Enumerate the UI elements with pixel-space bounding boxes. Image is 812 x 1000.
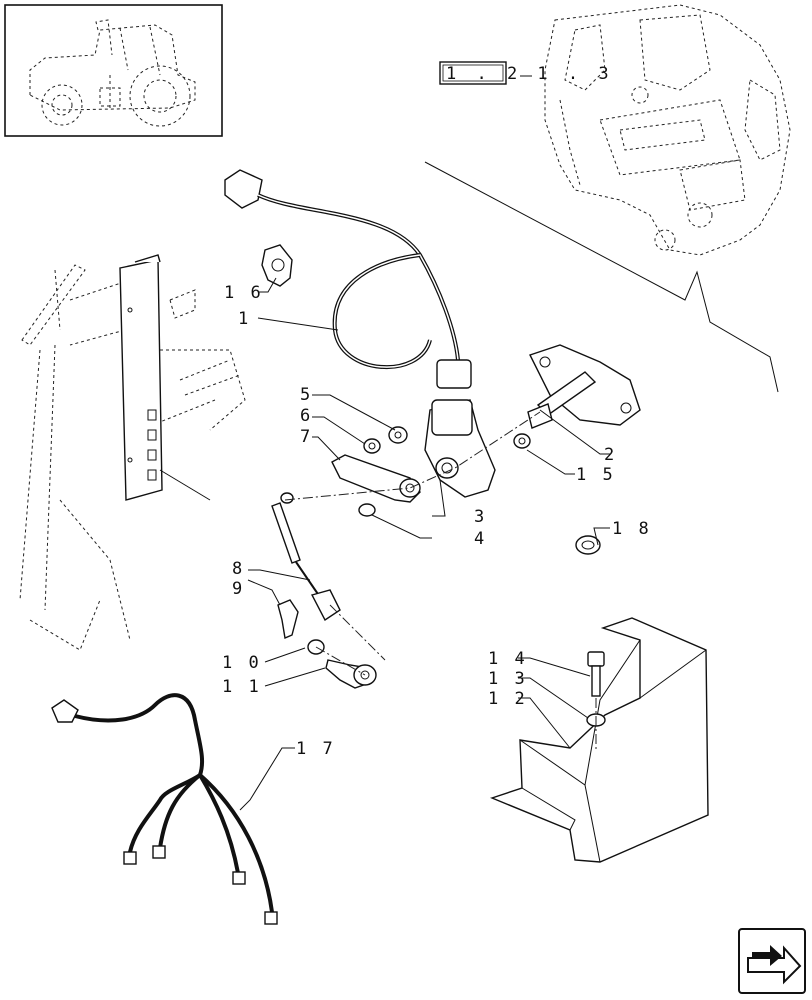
- reference-box[interactable]: 1 . 2 1 . 3: [439, 61, 614, 85]
- sensor-plate-part-2[interactable]: [527, 344, 641, 429]
- callout-8: 8: [232, 559, 245, 579]
- callout-5: 5: [300, 385, 313, 405]
- sensor-cable-part-1[interactable]: [224, 169, 472, 389]
- clip-part-9[interactable]: [277, 599, 299, 639]
- tractor-thumbnail[interactable]: [4, 4, 223, 137]
- cable-clip-part-16[interactable]: [261, 244, 293, 287]
- hose-clamp-part-18[interactable]: [575, 535, 601, 555]
- frame-context-outline: [19, 264, 246, 651]
- next-page-button[interactable]: [738, 928, 806, 994]
- callout-9: 9: [232, 579, 245, 599]
- callout-18: 1 8: [612, 519, 652, 539]
- washer-part-6[interactable]: [363, 438, 381, 454]
- callout-14: 1 4: [488, 649, 528, 669]
- callout-3: 3: [474, 507, 487, 527]
- callout-16: 1 6: [224, 283, 264, 303]
- mounting-bracket: [119, 254, 211, 501]
- protective-cover-part-12[interactable]: [489, 617, 709, 863]
- callout-13: 1 3: [488, 669, 528, 689]
- callout-17: 1 7: [296, 739, 336, 759]
- callout-12: 1 2: [488, 689, 528, 709]
- chassis-assembly-outline: [544, 4, 791, 256]
- callout-labels: 1 6 1 5 6 7 8 9 1 0 1 1 2 1 5 3 4 1 8 1 …: [222, 283, 652, 759]
- callout-11: 1 1: [222, 677, 262, 697]
- lever-part-7[interactable]: [331, 454, 421, 503]
- position-sensor-part-3[interactable]: [424, 399, 496, 498]
- link-rod-part-8[interactable]: [271, 492, 341, 622]
- ball-joint-part-11[interactable]: [325, 659, 377, 689]
- callout-10: 1 0: [222, 653, 262, 673]
- washer-part-15[interactable]: [513, 433, 531, 449]
- next-page-arrow-icon: [747, 945, 802, 985]
- assembly-axis-lines: [284, 411, 541, 676]
- callout-1: 1: [238, 309, 251, 329]
- circlip-part-4[interactable]: [358, 503, 376, 517]
- callout-15: 1 5: [576, 465, 616, 485]
- callout-4: 4: [474, 529, 487, 549]
- tractor-icon: [29, 19, 196, 127]
- callout-2: 2: [604, 445, 617, 465]
- nut-part-5[interactable]: [388, 426, 408, 444]
- callout-6: 6: [300, 406, 313, 426]
- callout-7: 7: [300, 427, 313, 447]
- leader-lines: [239, 277, 610, 811]
- bolt-part-14[interactable]: [587, 651, 605, 697]
- reference-number: 1 . 2 1 . 3: [446, 64, 614, 84]
- break-line: [424, 161, 779, 393]
- wiring-harness-part-17[interactable]: [51, 693, 278, 925]
